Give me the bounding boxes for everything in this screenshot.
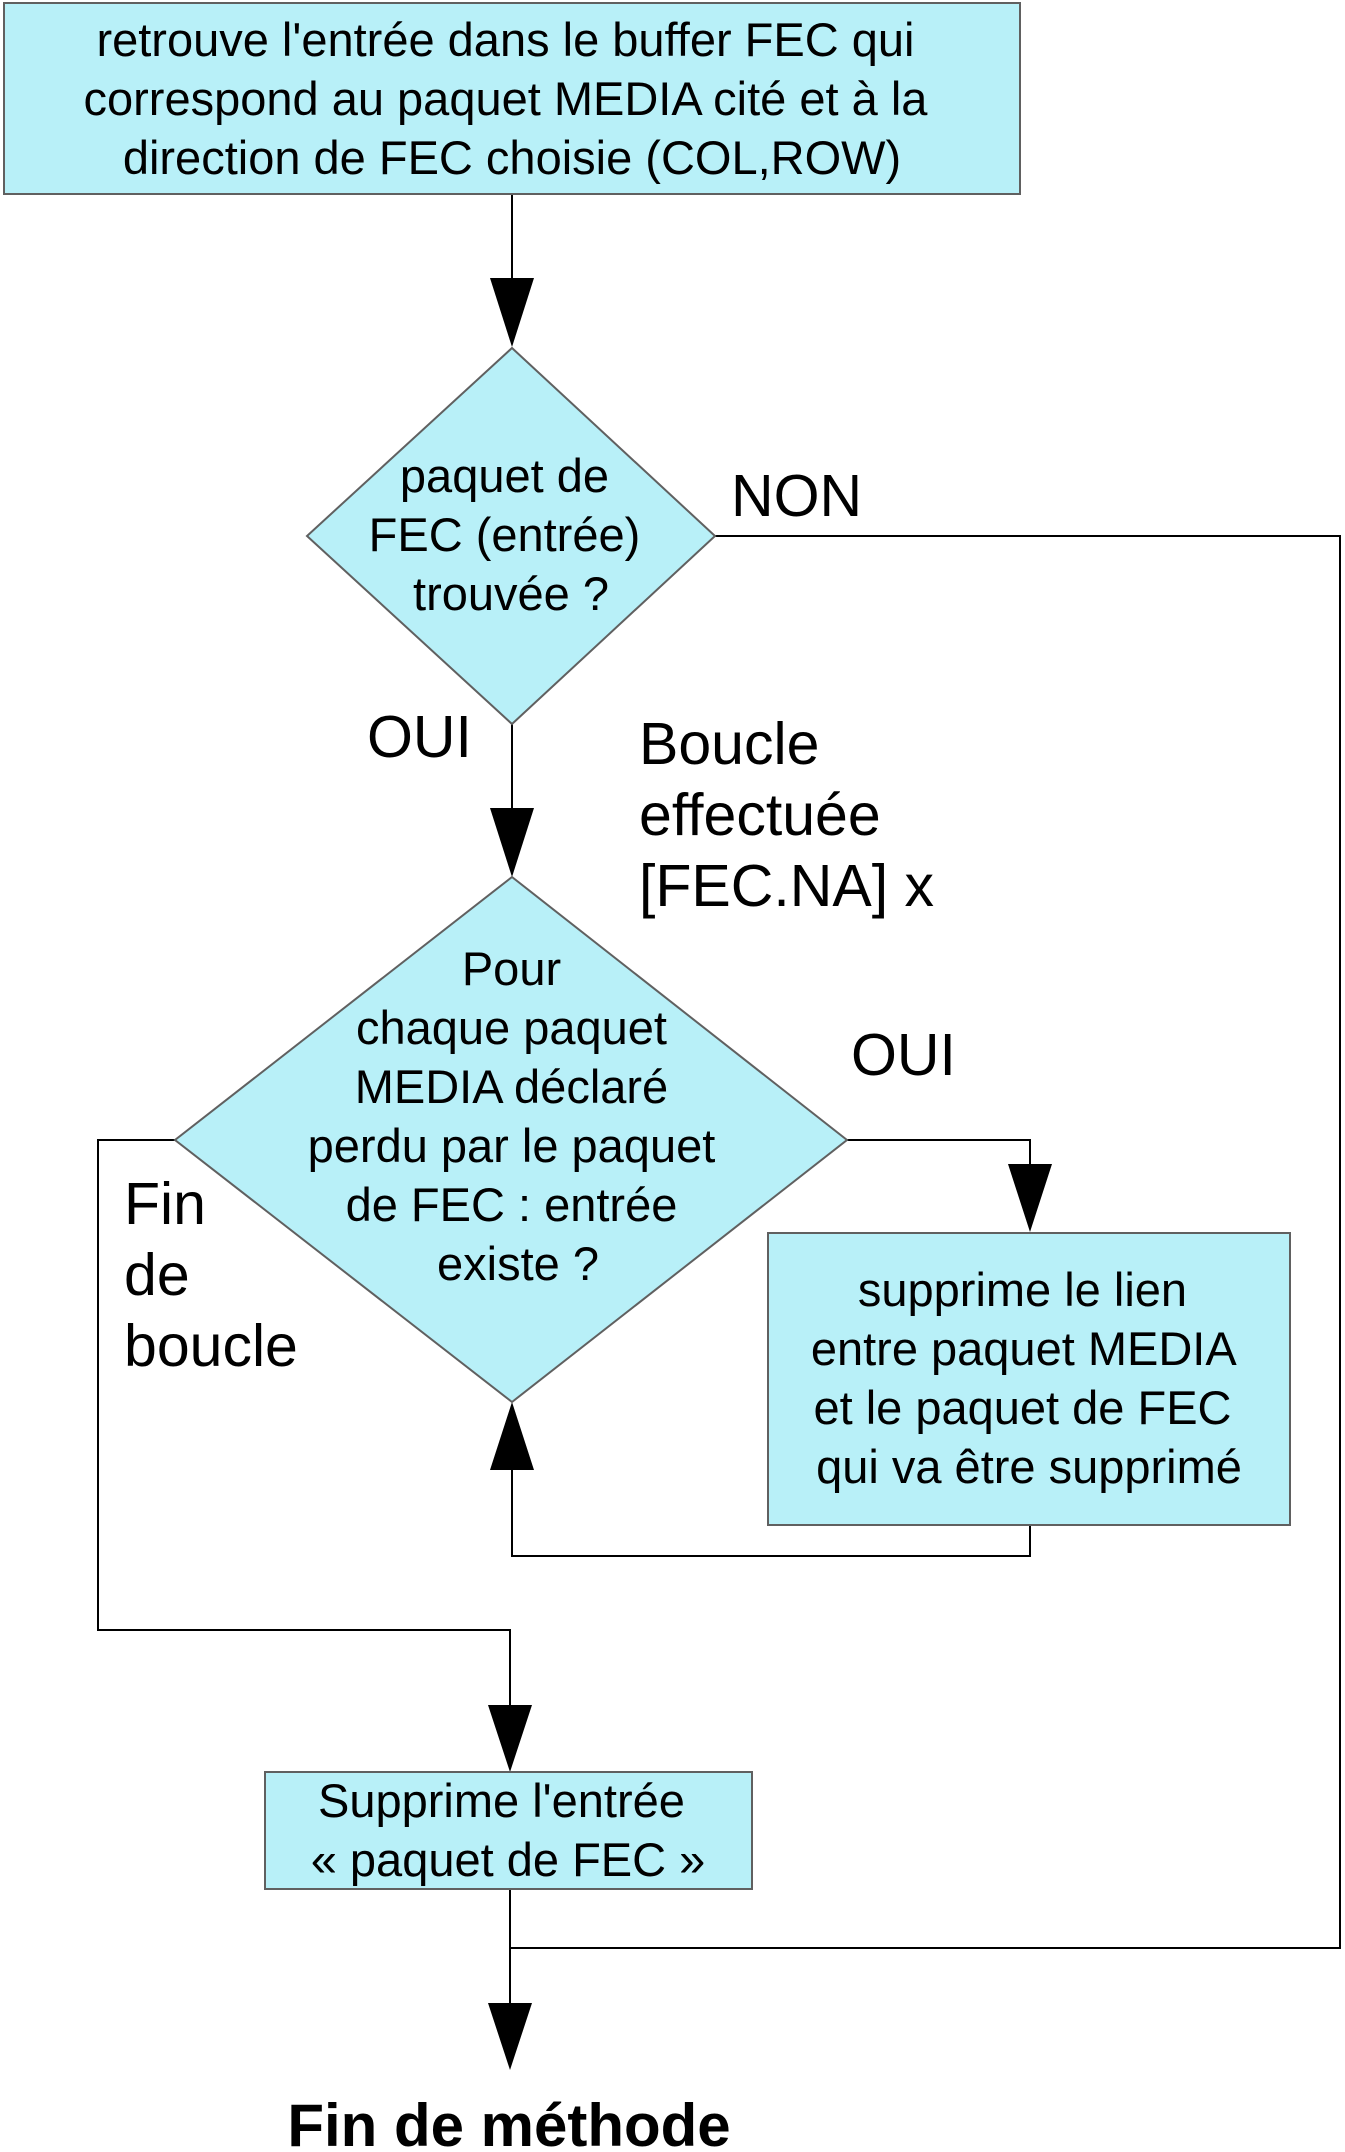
arrowhead-down-delete-link xyxy=(1008,1164,1052,1232)
start-box-line-2: correspond au paquet MEDIA cité et à la xyxy=(84,72,929,125)
label-oui-loop: OUI xyxy=(851,1022,956,1088)
delete-link-line-1: supprime le lien xyxy=(858,1263,1187,1316)
svg-text:Supprime l'entrée « paqu: Supprime l'entrée « paquet de FEC » xyxy=(311,1774,706,1886)
decision-found-line-1: paquet de xyxy=(400,449,609,502)
loop-note-line-1: Boucle xyxy=(639,711,819,777)
decision-found-line-3: trouvée ? xyxy=(413,567,609,620)
end-loop-line-3: boucle xyxy=(124,1313,298,1379)
arrowhead-up-loop xyxy=(490,1402,534,1470)
start-process-box: retrouve l'entrée dans le buffer FEC qui… xyxy=(3,2,1021,195)
label-oui-found: OUI xyxy=(367,704,472,770)
decision-fec-found: paquet de FEC (entrée) trouvée ? xyxy=(305,346,717,726)
delete-link-line-3: et le paquet de FEC xyxy=(813,1381,1231,1434)
loop-note-line-2: effectuée xyxy=(639,782,881,848)
delete-entry-line-1: Supprime l'entrée xyxy=(318,1774,685,1827)
label-end-loop: Fin de boucle xyxy=(124,1171,298,1379)
start-box-line-1: retrouve l'entrée dans le buffer FEC qui xyxy=(96,13,914,66)
decision-loop-line-5: de FEC : entrée xyxy=(346,1178,678,1231)
delete-entry-box: Supprime l'entrée « paquet de FEC » xyxy=(264,1771,753,1890)
decision-found-line-2: FEC (entrée) xyxy=(369,508,641,561)
label-non: NON xyxy=(731,463,862,529)
label-loop-note: Boucle effectuée [FEC.NA] x xyxy=(639,711,934,919)
connector-loop-back xyxy=(511,1470,1031,1557)
delete-link-line-2: entre paquet MEDIA xyxy=(811,1322,1237,1375)
loop-note-line-3: [FEC.NA] x xyxy=(639,853,934,919)
decision-loop-line-6: existe ? xyxy=(437,1237,599,1290)
decision-loop-line-3: MEDIA déclaré xyxy=(355,1060,668,1113)
decision-loop-line-2: chaque paquet xyxy=(356,1001,667,1054)
connector-non-branch xyxy=(510,535,1341,1949)
svg-text:paquet de FEC (entrée): paquet de FEC (entrée) trouvée ? xyxy=(369,449,654,620)
decision-loop-media: Pour chaque paquet MEDIA déclaré perdu p… xyxy=(173,875,849,1404)
svg-text:Pour chaque paquet: Pour chaque paquet MEDIA déclaré perdu p… xyxy=(308,942,729,1290)
end-loop-line-1: Fin xyxy=(124,1171,206,1237)
arrowhead-down-delete-entry xyxy=(488,1705,532,1772)
decision-loop-line-4: perdu par le paquet xyxy=(308,1119,716,1172)
arrowhead-down-loop xyxy=(490,808,534,877)
decision-loop-line-1: Pour xyxy=(462,942,561,995)
connector-loop-end-branch xyxy=(97,1139,511,1705)
delete-entry-line-2: « paquet de FEC » xyxy=(311,1833,706,1886)
arrowhead-down-decision xyxy=(490,278,534,347)
end-loop-line-2: de xyxy=(124,1242,190,1308)
arrowhead-down-end xyxy=(488,2003,532,2070)
delete-link-box: supprime le lien entre paquet MEDIA et l… xyxy=(767,1232,1291,1526)
svg-text:supprime le lien entre p: supprime le lien entre paquet MEDIA et l… xyxy=(811,1263,1247,1493)
label-end-method: Fin de méthode xyxy=(287,2092,730,2152)
start-box-line-3: direction de FEC choisie (COL,ROW) xyxy=(123,131,901,184)
delete-link-line-4: qui va être supprimé xyxy=(816,1440,1242,1493)
svg-text:retrouve l'entrée dans le buff: retrouve l'entrée dans le buffer FEC qui… xyxy=(84,13,941,184)
connector-loop-oui-branch xyxy=(847,1139,1031,1164)
